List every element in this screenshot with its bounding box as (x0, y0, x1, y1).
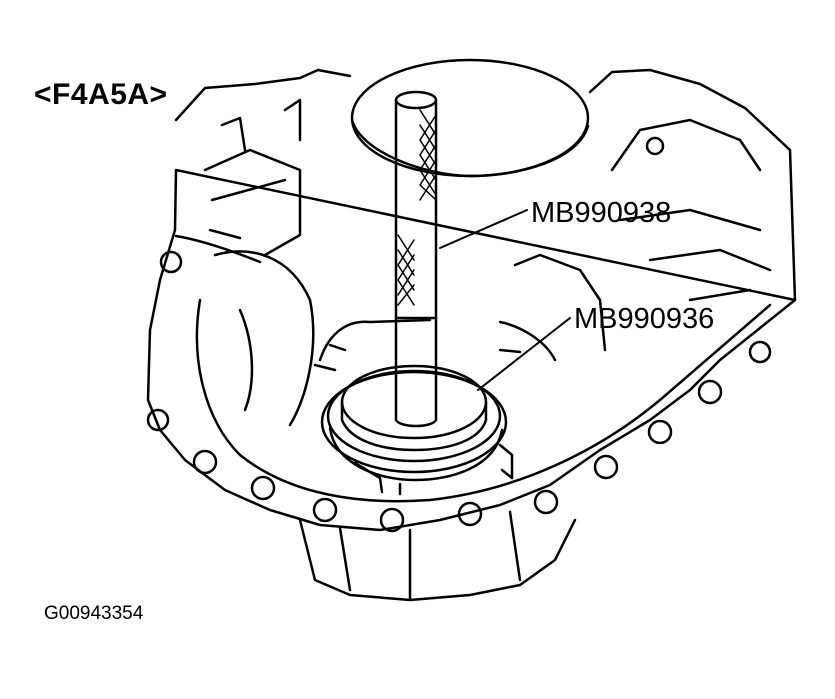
case-outer-flange (146, 68, 797, 532)
callout-mb990936: MB990936 (574, 303, 715, 335)
leader-line-mb990938 (439, 209, 528, 249)
flange-bolt-holes (146, 136, 772, 533)
callout-mb990938: MB990938 (531, 197, 672, 229)
handle-rod-mb990938 (394, 90, 438, 428)
model-label: <F4A5A> (34, 78, 168, 111)
figure-id: G00943354 (44, 603, 144, 624)
case-inner-wall (195, 298, 772, 503)
leader-line-mb990936 (477, 317, 571, 391)
bore-opening (350, 58, 590, 178)
case-lower-body (298, 518, 577, 602)
